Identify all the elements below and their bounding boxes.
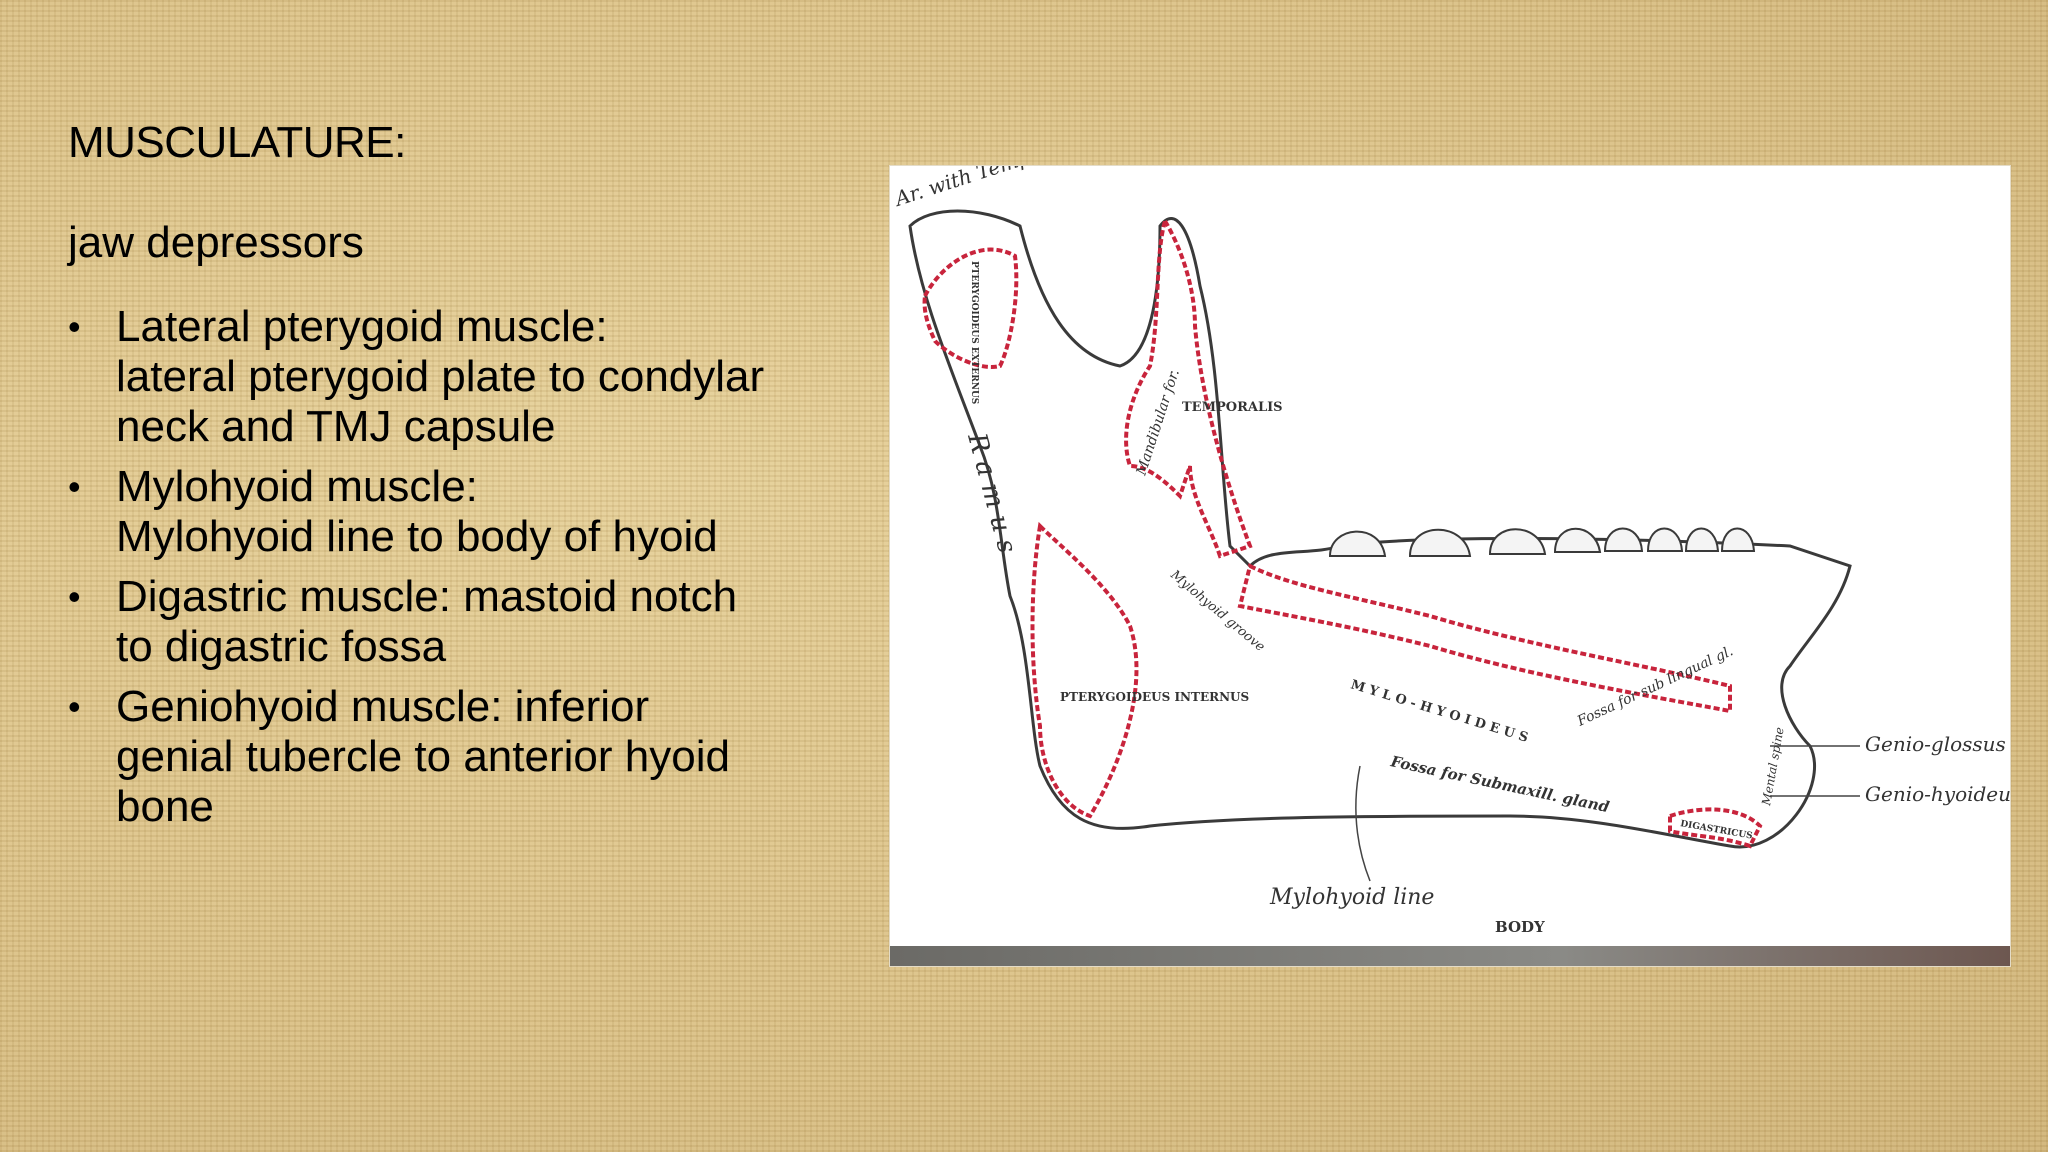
digastricus-outline [1668,807,1763,849]
figure-bottom-edge [890,946,2010,966]
muscle-name: Geniohyoid muscle: inferior [116,682,650,731]
label-pterygoideus-internus: PTERYGOIDEUS INTERNUS [1060,690,1249,704]
muscle-detail: lateral pterygoid plate to condylar neck… [116,352,765,451]
list-item-digastric: • Digastric muscle: mastoid notch to dig… [68,572,808,672]
muscle-name: Digastric muscle: mastoid notch [116,572,738,621]
label-temporal: Ar. with Temporal [890,166,1071,211]
slide-heading: MUSCULATURE: [68,118,406,167]
label-pointers [1355,745,1860,882]
mandible-diagram: Ar. with Temporal PTERYGOIDEUS EXTERNUS … [890,132,2021,936]
mandible-figure: Ar. with Temporal PTERYGOIDEUS EXTERNUS … [890,132,2021,966]
label-fossa-submaxill: Fossa for Submaxill. gland [1388,752,1611,816]
mandible-outline [908,209,1852,849]
muscle-list: • Lateral pterygoid muscle: lateral pter… [68,302,808,842]
muscle-detail: genial tubercle to anterior hyoid bone [116,732,730,831]
label-ramus: R a m u s [961,429,1022,556]
label-body: BODY [1495,918,1545,936]
label-mylohyoid-line: Mylohyoid line [1269,885,1434,910]
list-item-geniohyoid: • Geniohyoid muscle: inferior genial tub… [68,682,808,832]
list-item-lateral-pterygoid: • Lateral pterygoid muscle: lateral pter… [68,302,808,452]
list-item-mylohyoid: • Mylohyoid muscle: Mylohyoid line to bo… [68,462,808,562]
bullet-dot-icon: • [68,306,81,347]
bullet-dot-icon: • [68,466,81,507]
label-genioglossus: Genio-glossus [1865,732,2006,756]
muscle-name: Mylohyoid muscle: [116,462,478,511]
bullet-dot-icon: • [68,576,81,617]
muscle-detail: Mylohyoid line to body of hyoid [116,512,718,561]
pterygoideus-internus-outline [1030,521,1139,819]
slide-subheading: jaw depressors [68,218,364,267]
label-pterygoideus-externus: PTERYGOIDEUS EXTERNUS [969,261,979,404]
bullet-dot-icon: • [68,686,81,727]
mylohyoid-outline [1237,563,1732,714]
pterygoideus-externus-outline [922,247,1019,369]
muscle-detail: to digastric fossa [116,622,447,671]
label-geniohyoideus: Genio-hyoideus [1865,782,2010,806]
label-mylohyoid-groove: Mylohyoid groove [1167,567,1268,655]
label-temporalis: TEMPORALIS [1182,400,1283,415]
teeth [1328,527,1756,557]
temporalis-outline [1124,216,1253,559]
label-mylo-hyoideus: M Y L O - H Y O I D E U S [1349,677,1530,745]
muscle-name: Lateral pterygoid muscle: [116,302,608,351]
